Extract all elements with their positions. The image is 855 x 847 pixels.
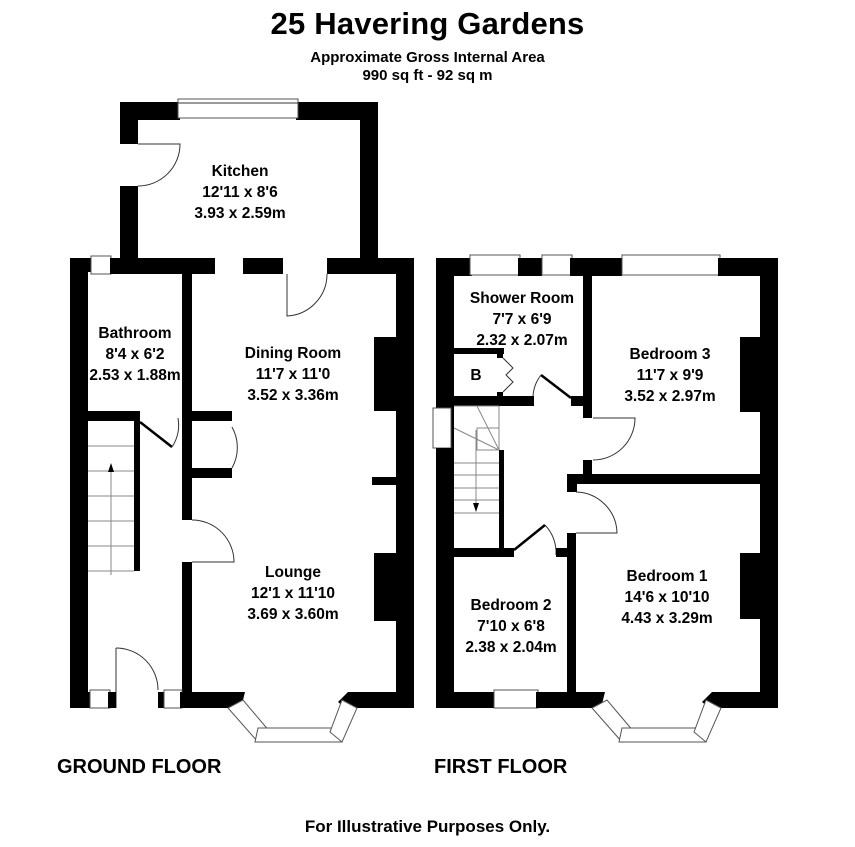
room-dimensions-imperial: 11'7 x 9'9 <box>636 367 704 384</box>
ground-floor-label: GROUND FLOOR <box>57 756 222 778</box>
room-dimensions-metric: 3.69 x 3.60m <box>247 606 339 623</box>
room-name: Bedroom 1 <box>626 568 708 585</box>
ground-floor-plan <box>70 98 414 743</box>
room-dimensions-imperial: 7'7 x 6'9 <box>492 311 552 328</box>
room-name: Kitchen <box>211 163 269 180</box>
room-shower-room: Shower Room 7'7 x 6'9 2.32 x 2.07m <box>456 288 588 351</box>
stair-up-arrow-icon <box>108 463 114 472</box>
first-floor-label: FIRST FLOOR <box>434 756 568 778</box>
room-dimensions-imperial: 12'1 x 11'10 <box>250 585 336 602</box>
room-dimensions-imperial: 11'7 x 11'0 <box>255 366 331 383</box>
room-dimensions-imperial: 7'10 x 6'8 <box>477 618 545 635</box>
room-dimensions-imperial: 14'6 x 10'10 <box>624 589 710 606</box>
room-bedroom-3: Bedroom 3 11'7 x 9'9 3.52 x 2.97m <box>605 344 735 407</box>
room-dimensions-metric: 2.32 x 2.07m <box>476 332 568 349</box>
room-name: Bedroom 2 <box>470 597 552 614</box>
room-bathroom: Bathroom 8'4 x 6'2 2.53 x 1.88m <box>85 323 185 386</box>
room-name: Dining Room <box>244 345 342 362</box>
room-dining-room: Dining Room 11'7 x 11'0 3.52 x 3.36m <box>223 343 363 406</box>
page-title: 25 Havering Gardens <box>270 6 585 41</box>
room-dimensions-metric: 4.43 x 3.29m <box>621 610 713 627</box>
room-name: Bathroom <box>98 325 172 342</box>
first-floor-plan <box>432 254 778 743</box>
room-kitchen: Kitchen 12'11 x 8'6 3.93 x 2.59m <box>180 161 300 224</box>
room-dimensions-imperial: 8'4 x 6'2 <box>105 346 165 363</box>
disclaimer: For Illustrative Purposes Only. <box>304 817 551 836</box>
room-bedroom-2: Bedroom 2 7'10 x 6'8 2.38 x 2.04m <box>454 595 568 658</box>
room-dimensions-metric: 2.53 x 1.88m <box>89 367 181 384</box>
room-dimensions-imperial: 12'11 x 8'6 <box>202 184 278 201</box>
stair-down-arrow-icon <box>473 503 479 512</box>
room-dimensions-metric: 3.52 x 2.97m <box>624 388 716 405</box>
boiler-cupboard-label: B <box>470 367 482 384</box>
room-name: Bedroom 3 <box>629 346 711 363</box>
room-name: Lounge <box>265 564 321 581</box>
room-dimensions-metric: 2.38 x 2.04m <box>465 639 557 656</box>
room-name: Shower Room <box>469 290 575 307</box>
room-dimensions-metric: 3.52 x 3.36m <box>247 387 339 404</box>
room-bedroom-1: Bedroom 1 14'6 x 10'10 4.43 x 3.29m <box>597 566 737 629</box>
area-value: 990 sq ft - 92 sq m <box>362 67 493 84</box>
area-caption: Approximate Gross Internal Area <box>310 49 545 66</box>
room-dimensions-metric: 3.93 x 2.59m <box>194 205 286 222</box>
room-lounge: Lounge 12'1 x 11'10 3.69 x 3.60m <box>233 562 353 625</box>
